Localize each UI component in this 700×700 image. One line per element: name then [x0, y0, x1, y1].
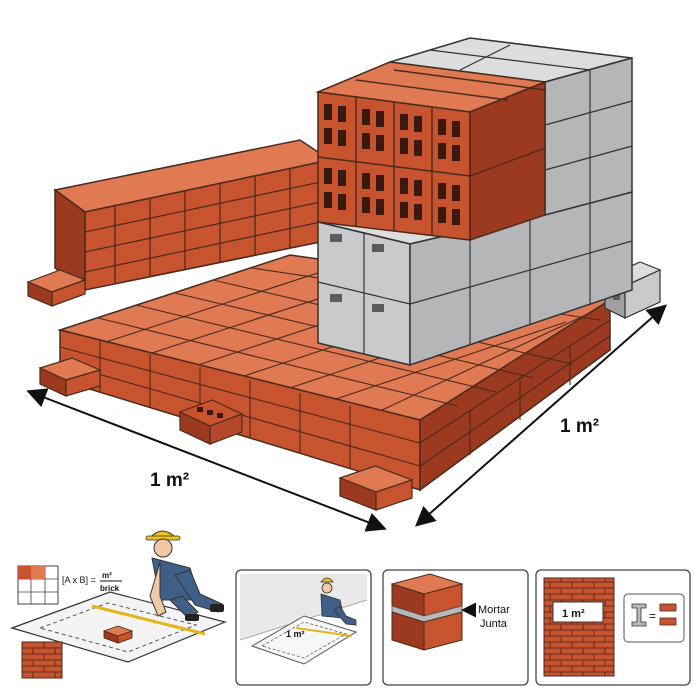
- dimension-arrow-right: [415, 304, 667, 527]
- brick-pair-icon: [659, 603, 677, 626]
- lower-brick: [391, 611, 463, 651]
- worker-figure: [145, 530, 224, 621]
- panel-room-plan: 1 m²: [235, 569, 372, 686]
- back-brick-wall: [53, 139, 332, 292]
- equals-sign: =: [649, 609, 656, 623]
- upper-brick: [390, 573, 464, 617]
- brick-stack-icon: [21, 641, 63, 679]
- helmet-icon: [320, 577, 334, 583]
- panel-measuring: [A x B] = m² brick: [10, 530, 227, 679]
- wall-area-badge: [552, 601, 604, 623]
- dimension-label-left: 1 m²: [150, 470, 189, 491]
- main-illustration: 1 m² 1 m²: [26, 37, 667, 532]
- panel-mortar-joint: Mortar Junta: [382, 569, 529, 686]
- measuring-tape: [295, 627, 353, 637]
- wall-area-label: 1 m²: [562, 608, 585, 620]
- mortar-label: Mortar: [478, 604, 510, 616]
- dimension-label-right: 1 m²: [560, 416, 599, 437]
- loose-brick: [26, 269, 87, 307]
- floor-brick: [102, 625, 134, 644]
- mortar-joint-icon: [631, 603, 647, 627]
- joint-label: Junta: [480, 618, 508, 630]
- panel-wall-area: 1 m² =: [535, 569, 691, 686]
- worker-figure-small: [320, 577, 357, 626]
- brick-wall-icon: [543, 577, 615, 677]
- grid-icon: [17, 565, 59, 605]
- hollow-brick-stack: [315, 61, 548, 242]
- room-area-label: 1 m²: [286, 629, 305, 639]
- formula-numerator: m²: [102, 571, 112, 580]
- measuring-tape: [91, 604, 206, 636]
- formula-denominator: brick: [100, 584, 120, 593]
- dimension-arrow-left: [26, 388, 387, 532]
- formula-text: [A x B] =: [62, 575, 96, 585]
